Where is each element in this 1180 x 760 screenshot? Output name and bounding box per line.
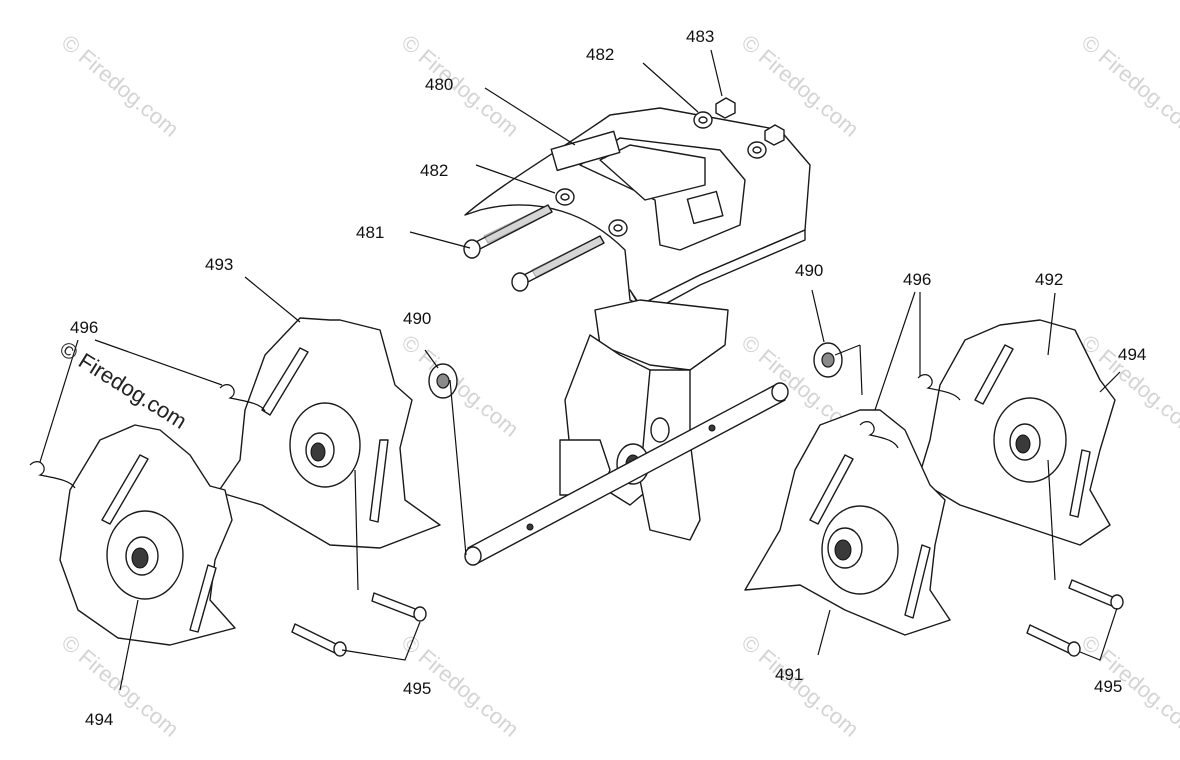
- watermark: © Firedog.com: [57, 30, 184, 142]
- callout-496-right: 496: [903, 270, 931, 289]
- callout-495-right: 495: [1094, 677, 1122, 696]
- callout-482-top: 482: [586, 45, 614, 64]
- watermark-prominent: © Firedog.com: [55, 336, 191, 434]
- callout-490-right: 490: [795, 261, 823, 280]
- callout-495-left: 495: [403, 679, 431, 698]
- callout-480: 480: [425, 75, 453, 94]
- clevis-pin: [1068, 579, 1124, 610]
- callout-483: 483: [686, 27, 714, 46]
- tine-494-left: [59, 424, 236, 646]
- watermark: © Firedog.com: [57, 630, 184, 742]
- nut: [764, 124, 785, 146]
- bolt: [463, 204, 553, 259]
- washer: [747, 141, 767, 159]
- callout-496-left: 496: [70, 318, 98, 337]
- tine-shaft: [464, 382, 789, 566]
- watermark: © Firedog.com: [397, 30, 524, 142]
- callout-490-left: 490: [403, 309, 431, 328]
- tine-493: [217, 317, 441, 549]
- clevis-pin: [371, 592, 427, 622]
- callout-481: 481: [356, 223, 384, 242]
- tine-491: [744, 409, 951, 636]
- shaft-washer: [813, 342, 843, 378]
- washer: [608, 219, 628, 237]
- callout-494-left: 494: [85, 710, 113, 729]
- callout-labels: 480 481 482 482 483 490 490 491 492 493 …: [70, 27, 1146, 729]
- hairpin-clip: [917, 374, 961, 401]
- nut: [715, 97, 736, 119]
- hairpin-clip: [219, 384, 266, 412]
- callout-493: 493: [205, 255, 233, 274]
- bolt: [511, 235, 605, 292]
- hairpin-clip: [29, 461, 76, 489]
- callout-491: 491: [775, 665, 803, 684]
- washer: [693, 111, 713, 129]
- washer: [555, 188, 575, 206]
- callout-482-mid: 482: [420, 161, 448, 180]
- watermark: © Firedog.com: [737, 630, 864, 742]
- watermark: © Firedog.com: [397, 330, 524, 442]
- hairpin-clip: [859, 421, 899, 449]
- tine-492: [917, 319, 1116, 546]
- clevis-pin: [1026, 624, 1081, 657]
- watermark: © Firedog.com: [1077, 30, 1180, 142]
- shaft-washer: [428, 363, 458, 399]
- watermark: © Firedog.com: [1077, 630, 1180, 742]
- tine-shield: [464, 107, 811, 316]
- callout-494-right: 494: [1118, 345, 1146, 364]
- leader-lines: [39, 49, 1121, 691]
- callout-492: 492: [1035, 270, 1063, 289]
- clevis-pin: [291, 623, 347, 657]
